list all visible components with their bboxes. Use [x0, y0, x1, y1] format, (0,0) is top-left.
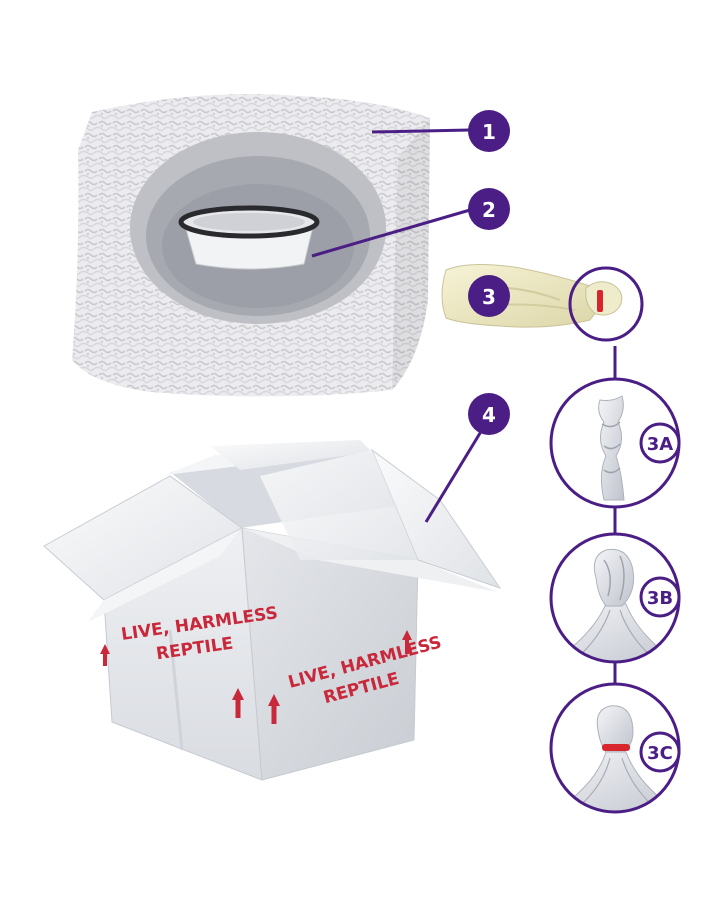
up-arrow-icon: [232, 688, 244, 718]
step-label-3a: 3A: [647, 434, 674, 455]
up-arrow-icon: [100, 644, 110, 666]
deli-cup-illustration: [178, 205, 320, 270]
up-arrow-icon: [268, 694, 280, 724]
callout-badge-3: 3: [468, 275, 510, 317]
callout-label-4: 4: [482, 403, 496, 427]
callout-label-3: 3: [482, 285, 496, 309]
up-arrow-icon: [402, 630, 412, 654]
leader-line-2: [311, 208, 471, 258]
callout-leaders: [311, 128, 490, 523]
callout-label-2: 2: [482, 198, 496, 222]
knot-ring: [568, 266, 644, 342]
callout-badge-2: 2: [468, 188, 510, 230]
step-badge-3a: 3A: [639, 422, 681, 464]
leader-line-1: [371, 128, 471, 134]
step-badge-3c: 3C: [639, 731, 681, 773]
foam-block-illustration: [72, 94, 430, 397]
leader-line-4: [424, 419, 490, 523]
step-3a-illustration: [549, 377, 681, 509]
shipping-box-illustration: LIVE, HARMLESS REPTILE LIVE, HARMLESS RE…: [43, 440, 502, 781]
step-label-3b: 3B: [647, 588, 673, 609]
step-badge-3b: 3B: [639, 576, 681, 618]
callout-badge-1: 1: [468, 110, 510, 152]
callout-badge-4: 4: [468, 393, 510, 435]
step-label-3c: 3C: [647, 743, 673, 764]
callout-label-1: 1: [482, 120, 496, 144]
